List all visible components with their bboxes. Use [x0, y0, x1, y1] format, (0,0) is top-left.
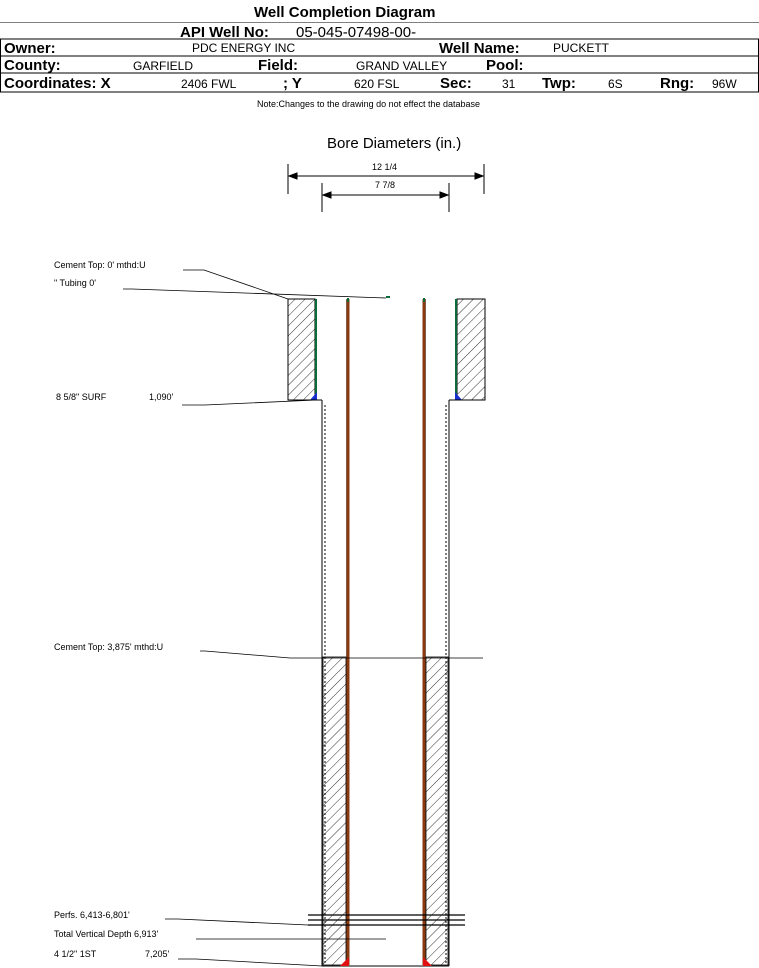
perforations [308, 914, 465, 926]
surface-shoe-right [455, 392, 462, 400]
bore-title: Bore Diameters (in.) [327, 135, 462, 152]
y-value: 620 FSL [354, 77, 400, 91]
owner-label: Owner: [4, 40, 56, 57]
cement-top-2-label: Cement Top: 3,875' mthd:U [54, 642, 164, 652]
inner-dim-arrow-right [439, 191, 450, 199]
leader-perfs [165, 918, 309, 926]
sec-label: Sec: [440, 75, 472, 92]
field-value: GRAND VALLEY [356, 59, 448, 73]
prod-cement-left [322, 656, 347, 966]
surf-casing-label: 8 5/8" SURF [56, 392, 107, 402]
api-label: API Well No: [180, 24, 269, 41]
leader-tubing [123, 288, 387, 299]
x-value: 2406 FWL [181, 77, 237, 91]
field-label: Field: [258, 57, 298, 74]
rng-label: Rng: [660, 75, 695, 92]
rng-value: 96W [712, 77, 737, 91]
cement-top-1-label: Cement Top: 0' mthd:U [54, 260, 146, 270]
surface-cement-right [456, 298, 486, 401]
inner-dim-label: 7 7/8 [375, 180, 396, 190]
prod-casing-label: 4 1/2" 1ST [54, 949, 97, 959]
owner-value: PDC ENERGY INC [192, 41, 296, 55]
surface-shoe-left [310, 392, 317, 400]
county-label: County: [4, 57, 61, 74]
y-label: ; Y [283, 75, 302, 92]
note-text: Note:Changes to the drawing do not effec… [257, 99, 480, 109]
outer-dim-arrow-left [287, 172, 298, 180]
prod-cement-right [425, 656, 449, 966]
pool-label: Pool: [486, 57, 524, 74]
inner-dim-arrow-left [321, 191, 332, 199]
well-name-value: PUCKETT [553, 41, 610, 55]
outer-dim-arrow-right [474, 172, 485, 180]
tubing-label: " Tubing 0' [54, 278, 96, 288]
tvd-label: Total Vertical Depth 6,913' [54, 929, 159, 939]
county-value: GARFIELD [133, 59, 194, 73]
twp-value: 6S [608, 77, 623, 91]
perfs-label: Perfs. 6,413-6,801' [54, 910, 130, 920]
leader-cement-top-2 [200, 650, 483, 659]
twp-label: Twp: [542, 75, 576, 92]
coords-label: Coordinates: X [4, 75, 111, 92]
outer-dim-label: 12 1/4 [372, 162, 398, 172]
leader-surf [182, 399, 317, 406]
sec-value: 31 [502, 77, 516, 91]
prod-depth-label: 7,205' [145, 949, 170, 959]
diagram-title: Well Completion Diagram [254, 4, 436, 21]
prod-shoe-right [423, 957, 432, 966]
hole-outline [288, 399, 485, 967]
well-name-label: Well Name: [439, 40, 520, 57]
prod-shoe-left [340, 957, 349, 966]
surface-cement-left [287, 298, 316, 401]
header-table-grid [0, 22, 759, 93]
leader-prod [178, 958, 323, 967]
leader-cement-top-1 [183, 269, 289, 300]
api-value: 05-045-07498-00- [296, 24, 417, 41]
surf-depth-label: 1,090' [149, 392, 174, 402]
